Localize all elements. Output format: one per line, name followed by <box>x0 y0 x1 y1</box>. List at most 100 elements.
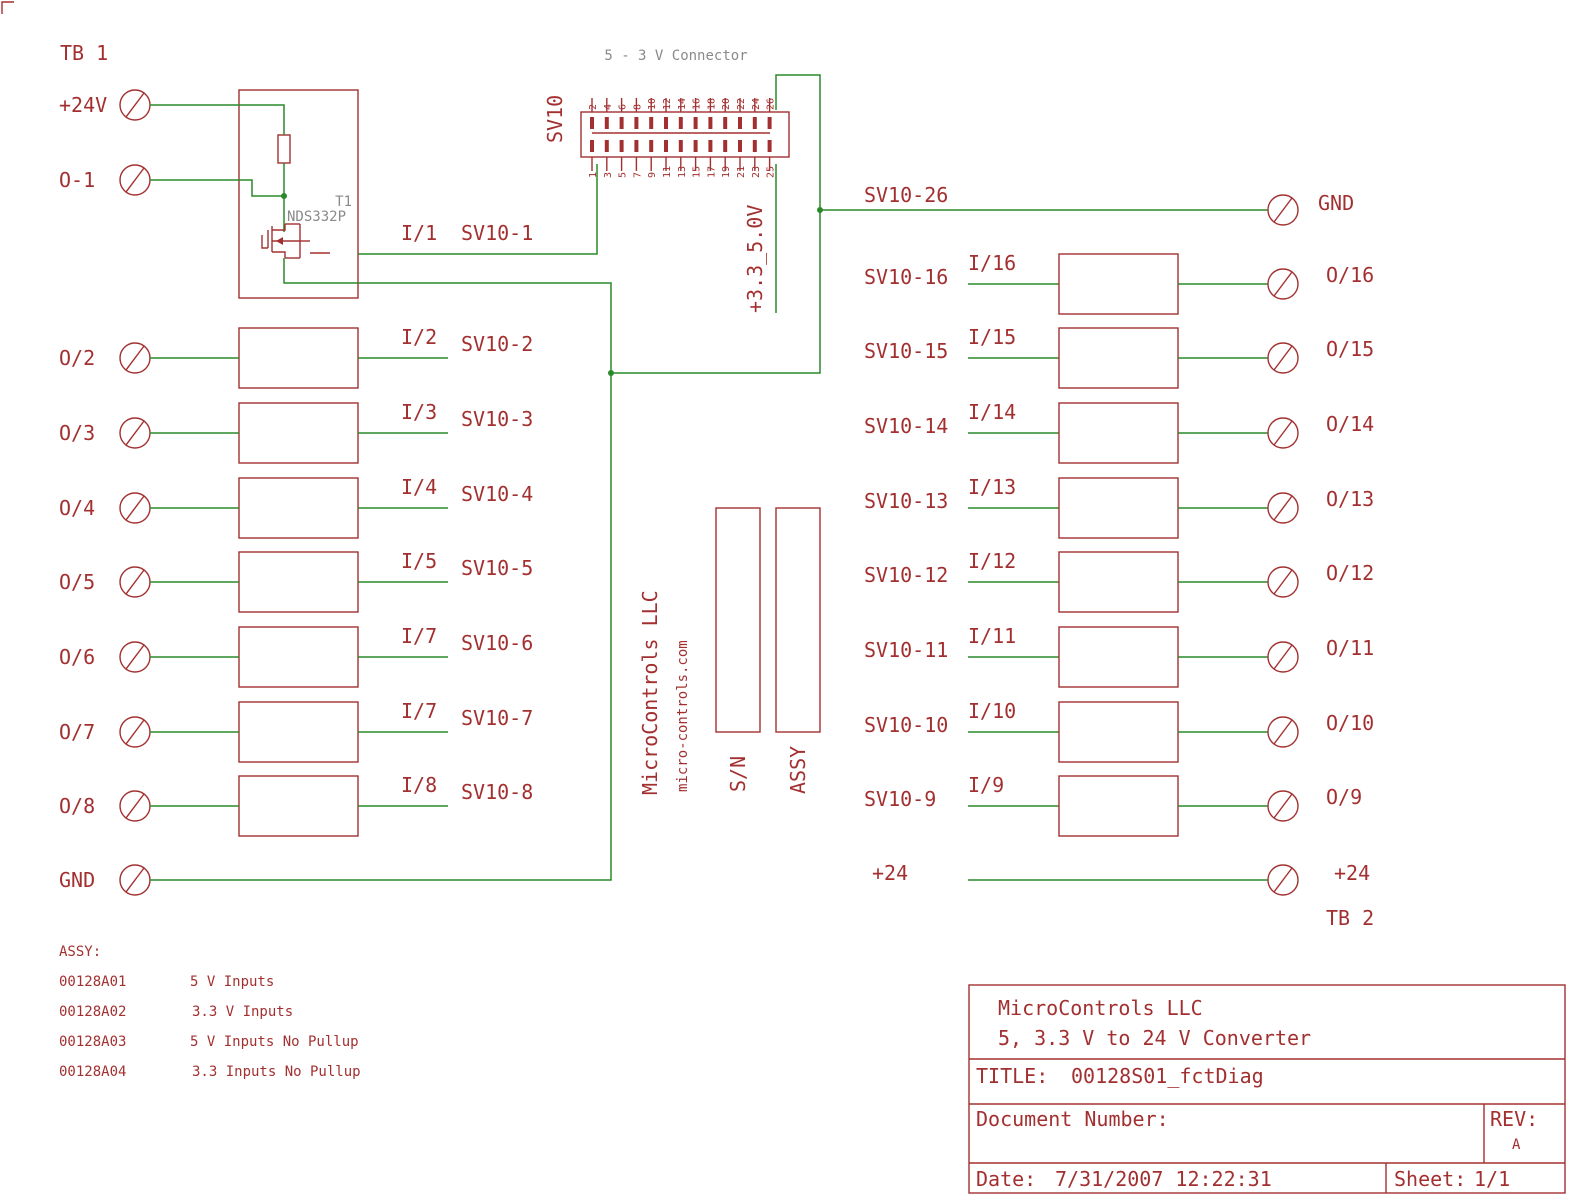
output-sv-label: SV10-9 <box>864 787 936 811</box>
website-vertical: micro-controls.com <box>675 640 691 792</box>
transistor-module: T1 NDS332P <box>150 89 612 881</box>
connector-pin-bottom: 9 <box>647 172 658 178</box>
tb1-terminal-icon <box>119 566 151 598</box>
input-net-label: I/4 <box>401 475 437 499</box>
output-module-box <box>1058 626 1179 688</box>
sn-box <box>715 507 761 733</box>
input-sv-label: SV10-8 <box>461 780 533 804</box>
tb1-terminal-label: O-1 <box>59 168 95 192</box>
supply24-terminal <box>1267 864 1299 896</box>
tb1-terminal-label: O/4 <box>59 496 95 520</box>
input-sv-label: SV10-4 <box>461 482 533 506</box>
tb1-terminal-icon <box>119 641 151 673</box>
input-module-box <box>238 775 359 837</box>
output-sv-label: SV10-16 <box>864 265 948 289</box>
connector-pin-top: 2 <box>588 104 599 110</box>
tb1-terminal-label: +24V <box>59 93 107 117</box>
wire-sv10-1 <box>358 164 598 255</box>
output-module-box <box>1058 477 1179 539</box>
output-sv-label: SV10-11 <box>864 638 948 662</box>
tb2-terminal-label: O/9 <box>1326 785 1362 809</box>
tb1-terminal-label: O/5 <box>59 570 95 594</box>
input-net-label: I/7 <box>401 699 437 723</box>
connector-pin-bottom: 11 <box>662 166 673 178</box>
tb2-terminal-label: O/13 <box>1326 487 1374 511</box>
output-module-box <box>1058 402 1179 464</box>
connector-pin-top: 14 <box>677 98 688 110</box>
assy-desc: 3.3 Inputs No Pullup <box>192 1064 361 1080</box>
output-net-label: I/14 <box>968 400 1016 424</box>
tb2-terminal-label: O/15 <box>1326 337 1374 361</box>
tb2-terminal-label: O/16 <box>1326 263 1374 287</box>
tb2-terminal-label: O/10 <box>1326 711 1374 735</box>
assy-code: 00128A03 <box>59 1034 126 1050</box>
input-module-box <box>238 402 359 464</box>
tb2-terminal-icon <box>1267 716 1299 748</box>
transistor-module-box <box>238 89 359 299</box>
assy-heading: ASSY: <box>59 944 101 960</box>
transistor-part: NDS332P <box>287 209 346 225</box>
input-net-label: I/3 <box>401 400 437 424</box>
tb-sheet-label: Sheet: <box>1394 1167 1466 1191</box>
tb-rev-label: REV: <box>1490 1107 1538 1131</box>
tb1-terminal-label: O/7 <box>59 720 95 744</box>
connector-pin-top: 8 <box>632 104 643 110</box>
tb2-label: TB 2 <box>1326 906 1374 930</box>
connector-pin-bottom: 17 <box>706 166 717 178</box>
assy-code: 00128A02 <box>59 1004 126 1020</box>
connector-sv10: 5 - 3 V Connector SV10 21436587109121114… <box>543 48 790 178</box>
gnd-terminal-right-label: GND <box>1318 191 1354 215</box>
connector-pin-bottom: 5 <box>618 172 629 178</box>
assy-desc: 5 V Inputs <box>190 974 274 990</box>
tb1-terminal-icon <box>119 716 151 748</box>
connector-pin-top: 20 <box>721 98 732 110</box>
connector-pin-top: 24 <box>751 98 762 110</box>
input-sv-label: SV10-5 <box>461 556 533 580</box>
tb1-terminal-label: O/2 <box>59 346 95 370</box>
input-module-box <box>238 477 359 539</box>
input-net-label: I/1 <box>401 221 437 245</box>
tb2-terminal-icon <box>1267 566 1299 598</box>
assy-code: 00128A04 <box>59 1064 126 1080</box>
company-vertical: MicroControls LLC <box>638 590 662 795</box>
tb1-terminal-icon <box>119 864 151 896</box>
tb-date-label: Date: <box>976 1167 1036 1191</box>
supply-label: +3.3_5.0V <box>743 205 767 313</box>
mosfet-symbol <box>261 223 330 259</box>
connector-pin-top: 16 <box>692 98 703 110</box>
output-net-label: I/11 <box>968 624 1016 648</box>
transistor-ref: T1 <box>335 194 352 210</box>
tb2-terminal-label: O/11 <box>1326 636 1374 660</box>
connector-title: 5 - 3 V Connector <box>604 48 747 64</box>
connector-pin-bottom: 15 <box>692 166 703 178</box>
input-module-box <box>238 551 359 613</box>
tb1-terminal-icon <box>119 417 151 449</box>
tb2-terminal-icon <box>1267 268 1299 300</box>
input-net-label: I/2 <box>401 325 437 349</box>
tb2-terminal-label: O/14 <box>1326 412 1374 436</box>
tb2-terminal-label: O/12 <box>1326 561 1374 585</box>
output-module-box <box>1058 775 1179 837</box>
tb1-terminal-icon <box>119 790 151 822</box>
connector-pins: 2143658710912111413161518172019222124232… <box>588 98 777 178</box>
tb-title-label: TITLE: <box>976 1064 1048 1088</box>
tb1-terminal-icon <box>119 164 151 196</box>
connector-pin-top: 4 <box>603 104 614 110</box>
junction-dot <box>281 193 287 199</box>
tb-date-value: 7/31/2007 12:22:31 <box>1055 1167 1272 1191</box>
wire-gnd-bus <box>150 258 612 881</box>
output-module-box <box>1058 551 1179 613</box>
wire-o1 <box>150 179 284 197</box>
connector-pin-bottom: 1 <box>588 172 599 178</box>
